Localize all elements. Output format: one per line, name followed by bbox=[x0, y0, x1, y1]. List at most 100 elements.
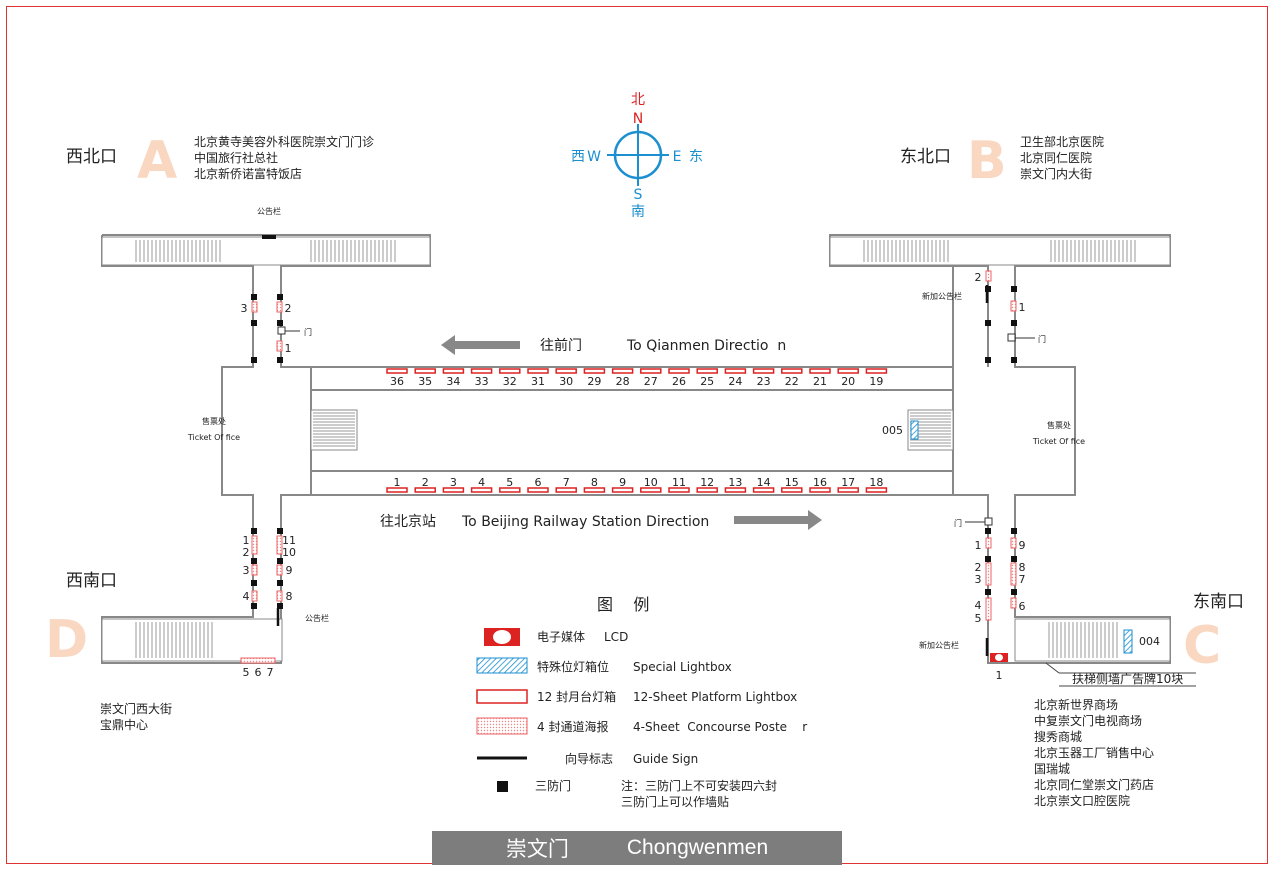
platform-lightbox bbox=[583, 487, 606, 493]
blast-door bbox=[277, 294, 283, 300]
platform-lightbox-number: 23 bbox=[757, 375, 771, 388]
platform-lightbox-number: 24 bbox=[728, 375, 742, 388]
concourse-poster bbox=[276, 340, 283, 352]
exit-b-place: 崇文门内大街 bbox=[1020, 166, 1092, 181]
poster-number: 5 bbox=[243, 666, 250, 679]
legend-cn: 向导标志 bbox=[565, 751, 613, 766]
poster-number: 1 bbox=[1019, 301, 1026, 314]
platform-lightbox-number: 34 bbox=[446, 375, 460, 388]
exit-c-name: 东南口 bbox=[1193, 592, 1244, 612]
platform-lightbox-number: 14 bbox=[757, 476, 771, 489]
concourse-poster bbox=[1010, 537, 1017, 549]
platform-lightbox-number: 8 bbox=[591, 476, 598, 489]
platform-lightbox bbox=[583, 368, 606, 374]
platform-lightbox bbox=[724, 368, 747, 374]
poster-number: 3 bbox=[975, 573, 982, 586]
special-lightbox-label: 004 bbox=[1139, 635, 1160, 648]
blast-door bbox=[251, 528, 257, 534]
legend-cn: 三防门 bbox=[535, 778, 571, 793]
blast-door bbox=[985, 357, 991, 363]
ticket-office-east: 售票处 Ticket Of fice bbox=[1032, 420, 1085, 446]
platform-lightbox bbox=[752, 368, 775, 374]
blast-door bbox=[277, 357, 283, 363]
compass-west-cn: 西 bbox=[571, 149, 585, 165]
legend-cn: 12 封月台灯箱 bbox=[537, 689, 616, 704]
concourse-poster bbox=[1010, 597, 1017, 609]
exit-b-place: 北京同仁医院 bbox=[1020, 151, 1092, 165]
platform-lightbox-number: 22 bbox=[785, 375, 799, 388]
legend-platform: 12 封月台灯箱 12-Sheet Platform Lightbox bbox=[476, 689, 797, 704]
blast-door bbox=[1011, 357, 1017, 363]
poster-number: 3 bbox=[241, 302, 248, 315]
door-marker bbox=[277, 326, 286, 335]
compass-east-cn: 东 bbox=[689, 149, 703, 165]
concourse-poster bbox=[251, 564, 258, 576]
concourse-poster bbox=[240, 657, 276, 664]
legend-cn: 特殊位灯箱位 bbox=[537, 659, 609, 674]
exit-a-place: 北京新侨诺富特饭店 bbox=[194, 166, 302, 181]
platform-lightbox bbox=[442, 487, 465, 493]
poster-number: 1 bbox=[285, 342, 292, 355]
exit-a-place: 中国旅行社总社 bbox=[194, 150, 278, 165]
blast-door bbox=[251, 558, 257, 564]
notice-board-label: 公告栏 bbox=[305, 613, 329, 623]
platform-lightbox bbox=[640, 487, 662, 493]
platform-lightbox-number: 13 bbox=[728, 476, 742, 489]
exit-d-letter: D bbox=[45, 610, 88, 670]
compass-north-cn: 北 bbox=[631, 92, 645, 108]
exit-a-name: 西北口 bbox=[66, 147, 117, 167]
direction-en: To Beijing Railway Station Direction bbox=[461, 514, 709, 530]
blast-door bbox=[985, 286, 991, 292]
platform-lightbox-number: 35 bbox=[418, 375, 432, 388]
platform-lightbox-number: 33 bbox=[475, 375, 489, 388]
exit-c-place: 国瑞城 bbox=[1034, 762, 1070, 776]
platform-lightbox-number: 2 bbox=[422, 476, 429, 489]
platform-lightbox-number: 20 bbox=[841, 375, 855, 388]
platform-lightbox-number: 16 bbox=[813, 476, 827, 489]
platform-lightbox bbox=[809, 487, 831, 493]
station-name-en: Chongwenmen bbox=[626, 836, 769, 859]
new-notice-board-label: 新加公告栏 bbox=[919, 640, 959, 650]
exit-c-place: 搜秀商城 bbox=[1034, 729, 1082, 744]
blast-door bbox=[277, 320, 283, 326]
escalator bbox=[310, 409, 358, 451]
station-name-banner: 崇文门 Chongwenmen bbox=[432, 831, 842, 865]
platform-lightbox bbox=[386, 368, 408, 374]
poster-number: 8 bbox=[286, 590, 293, 603]
concourse-poster bbox=[1010, 300, 1017, 312]
ticket-office-en: Ticket Of fice bbox=[1032, 437, 1085, 446]
exit-d-place: 崇文门西大街 bbox=[100, 701, 172, 716]
poster-number: 7 bbox=[1019, 573, 1026, 586]
platform-lightbox bbox=[865, 368, 888, 374]
blast-door bbox=[985, 528, 991, 534]
direction-cn: 往前门 bbox=[540, 337, 582, 354]
poster-number: 9 bbox=[1019, 539, 1026, 552]
poster-number: 2 bbox=[243, 546, 250, 559]
special-lightbox-004: 004 bbox=[1123, 629, 1160, 654]
special-lightbox-005: 005 bbox=[882, 420, 919, 440]
exit-a-place: 北京黄寺美容外科医院崇文门门诊 bbox=[194, 134, 374, 149]
lcd-se: 1 bbox=[990, 653, 1008, 682]
platform-lightbox bbox=[781, 487, 803, 493]
escalator-side-label: 扶梯侧墙广告牌10块 bbox=[1072, 671, 1183, 686]
guide-signs: 公告栏 公告栏 新加公告栏 新加公告栏 扶梯侧墙广告牌10块 bbox=[257, 206, 1196, 687]
blast-door bbox=[251, 357, 257, 363]
legend-title: 图 例 bbox=[597, 595, 649, 614]
platform-lightbox-number: 36 bbox=[390, 375, 404, 388]
legend-cn: 电子媒体 bbox=[537, 630, 585, 644]
door-marker bbox=[984, 517, 993, 526]
platform-lightbox bbox=[555, 487, 577, 493]
blast-door bbox=[277, 603, 283, 609]
compass-north: N bbox=[633, 111, 643, 127]
poster-number: 4 bbox=[975, 599, 982, 612]
ticket-office-cn: 售票处 bbox=[202, 416, 226, 426]
exit-d-header: 西南口 D 崇文门西大街 宝鼎中心 bbox=[45, 571, 172, 732]
poster-number: 1 bbox=[243, 534, 250, 547]
platform-lightbox-number: 32 bbox=[503, 375, 517, 388]
compass-south-cn: 南 bbox=[631, 204, 645, 220]
platform-lightbox bbox=[809, 368, 831, 374]
